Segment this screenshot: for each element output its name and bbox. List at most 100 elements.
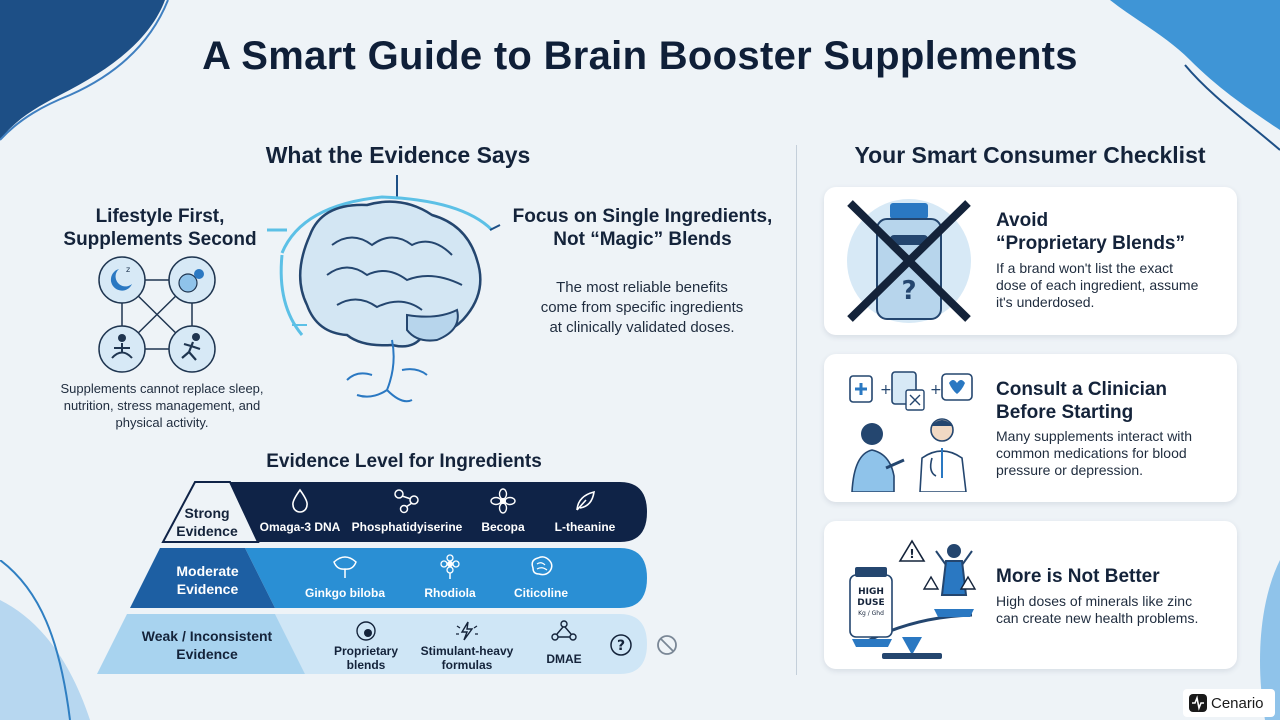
page-title: A Smart Guide to Brain Booster Supplemen… [202, 34, 1078, 78]
tier-moderate-label: Moderate Evidence [150, 562, 265, 598]
card-title: Avoid “Proprietary Blends” [996, 209, 1185, 255]
single-body-line: come from specific ingredients [540, 299, 744, 316]
moderate-ingredient: Citicoline [505, 554, 577, 600]
strong-ingredient: L-theanine [545, 488, 625, 534]
moderate-ingredient: Rhodiola [415, 554, 485, 600]
lifestyle-title-line: Lifestyle First, [95, 206, 225, 227]
brain-icon [531, 556, 553, 576]
lifestyle-body-line: Supplements cannot replace sleep, [60, 381, 264, 396]
tier-label-line: Strong [184, 505, 230, 521]
card-title: More is Not Better [996, 565, 1160, 588]
corner-wave-top-left [0, 0, 169, 141]
card-body-line: If a brand won't list the exact [996, 260, 1173, 276]
ingredient-name: blends [346, 658, 386, 672]
sleep-icon: z [98, 256, 146, 304]
lifestyle-body: Supplements cannot replace sleep, nutrit… [40, 380, 284, 431]
ingredient-name: DMAE [546, 652, 582, 666]
ingredient-name: Rhodiola [424, 586, 476, 600]
bottle-label: Kg / Ghd [858, 610, 884, 617]
ingredient-name: L-theanine [554, 520, 616, 534]
ingredient-name: Phosphatidyiserine [351, 520, 463, 534]
checklist-card-dose: HIGH DUSE Kg / Ghd ! More is Not Better … [824, 521, 1237, 669]
weak-ingredient: Proprietary blends [327, 620, 405, 672]
lifestyle-body-line: physical activity. [115, 415, 209, 430]
single-title-line: Focus on Single Ingredients, [512, 206, 773, 227]
molecule-icon [394, 489, 419, 514]
meditation-icon [98, 325, 146, 373]
crossed-bottle-icon: ? [847, 199, 971, 323]
strong-ingredient: Phosphatidyiserine [348, 488, 466, 534]
card-title-line: More is Not Better [996, 566, 1160, 587]
single-title-line: Not “Magic” Blends [553, 229, 732, 250]
card-body-line: pressure or depression. [996, 462, 1144, 478]
strong-ingredient: Becopa [472, 488, 534, 534]
lightning-icon [456, 621, 478, 641]
blend-icon [356, 621, 376, 641]
corner-wave-top-right [1110, 0, 1280, 151]
single-ingredients-title: Focus on Single Ingredients, Not “Magic”… [495, 205, 790, 251]
ingredient-name: Omaga-3 DNA [259, 520, 341, 534]
lifestyle-title-line: Supplements Second [63, 229, 257, 250]
svg-text:?: ? [617, 638, 625, 654]
tier-label-line: Moderate [176, 563, 239, 579]
tier-label-line: Weak / Inconsistent [141, 628, 273, 644]
checklist-card-blends: ? Avoid “Proprietary Blends” If a brand … [824, 187, 1237, 335]
ingredient-name: Citicoline [513, 586, 568, 600]
card-body-line: common medications for blood [996, 445, 1187, 461]
lifestyle-body-line: nutrition, stress management, and [63, 398, 261, 413]
bottle-label: HIGH [858, 587, 884, 597]
ingredient-name: Becopa [481, 520, 525, 534]
rhodiola-flower-icon [440, 554, 460, 579]
svg-text:!: ! [909, 547, 914, 561]
brand-name: Cenario [1211, 694, 1264, 712]
tier-label-line: Evidence [176, 581, 239, 597]
checklist-card-clinician: + + Consult a Clinician Before Starting … [824, 354, 1237, 502]
card-body-line: it's underdosed. [996, 294, 1095, 310]
single-body-line: The most reliable benefits [556, 279, 728, 296]
brain-illustration [267, 175, 501, 403]
clinician-consult-icon: + + [849, 371, 973, 492]
corner-wave-bottom-right [1260, 560, 1280, 720]
lifestyle-diagram: z [98, 256, 216, 373]
molecule-icon [551, 620, 577, 641]
tier-label-line: Evidence [176, 523, 238, 539]
running-icon [168, 325, 216, 373]
brand-logo: Cenario [1183, 689, 1275, 717]
tier-weak-label: Weak / Inconsistent Evidence [122, 627, 292, 663]
tier-strong-label: Strong Evidence [172, 504, 242, 540]
nutrition-icon [168, 256, 216, 304]
svg-text:+: + [930, 382, 942, 398]
strong-ingredient: Omaga-3 DNA [255, 488, 345, 534]
card-title: Consult a Clinician Before Starting [996, 378, 1167, 424]
evidence-heading: What the Evidence Says [265, 142, 531, 168]
card-body-line: Many supplements interact with [996, 428, 1193, 444]
card-title-line: “Proprietary Blends” [996, 233, 1185, 254]
card-title-line: Avoid [996, 210, 1049, 231]
column-divider [796, 145, 797, 675]
card-body: Many supplements interact with common me… [996, 428, 1226, 479]
card-title-line: Before Starting [996, 402, 1134, 423]
high-dose-scale-icon: HIGH DUSE Kg / Ghd ! [849, 539, 977, 659]
single-ingredients-body: The most reliable benefits come from spe… [502, 278, 782, 338]
card-body-line: dose of each ingredient, assume [996, 277, 1199, 293]
ingredient-name: Stimulant-heavy [420, 644, 514, 658]
card-body: If a brand won't list the exact dose of … [996, 260, 1226, 311]
card-body-line: can create new health problems. [996, 610, 1199, 626]
ingredient-name: Proprietary [333, 644, 399, 658]
card-body: High doses of minerals like zinc can cre… [996, 593, 1226, 627]
tier-label-line: Evidence [176, 646, 238, 662]
moderate-ingredient: Ginkgo biloba [300, 554, 390, 600]
weak-ingredient: Stimulant-heavy formulas [415, 620, 519, 672]
drop-icon [292, 488, 308, 513]
lifestyle-title: Lifestyle First, Supplements Second [40, 205, 280, 251]
ingredient-name: Ginkgo biloba [305, 586, 385, 600]
svg-text:?: ? [901, 276, 916, 306]
card-body-line: High doses of minerals like zinc [996, 593, 1193, 609]
question-icon: ? [610, 634, 632, 656]
prohibited-icon [657, 635, 677, 655]
bottle-label: DUSE [857, 598, 884, 608]
svg-text:z: z [126, 265, 130, 274]
brand-mark-icon [1189, 694, 1207, 712]
corner-wave-bottom-left [0, 560, 90, 720]
flower-icon [490, 488, 516, 514]
